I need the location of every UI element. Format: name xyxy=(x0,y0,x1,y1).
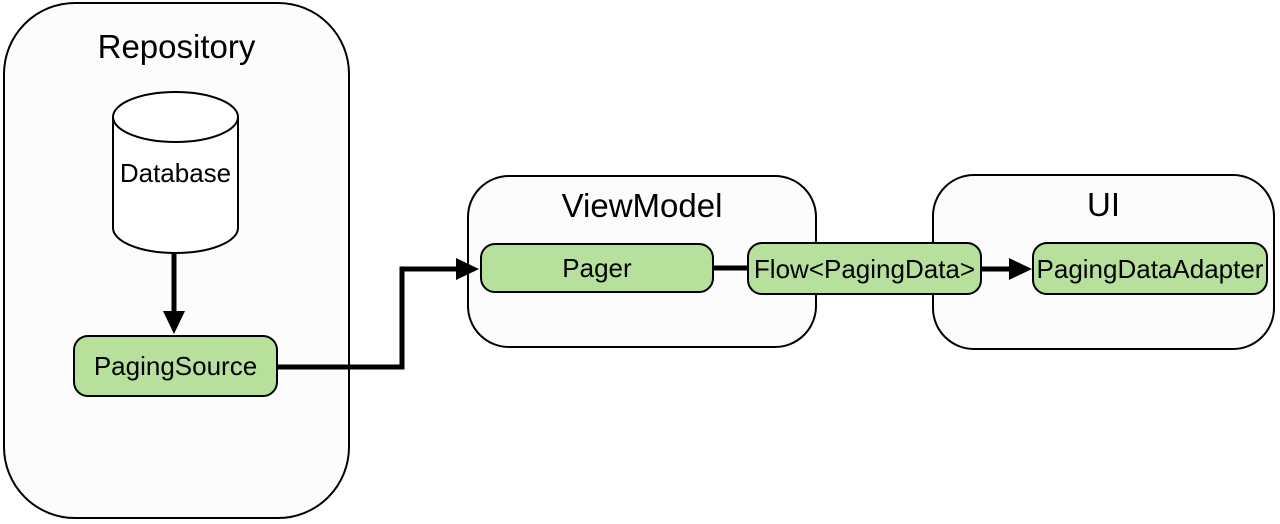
paging-data-adapter-node: PagingDataAdapter xyxy=(1032,242,1268,295)
paging-source-node: PagingSource xyxy=(73,335,278,397)
repository-group-title: Repository xyxy=(97,28,256,65)
viewmodel-group-title: ViewModel xyxy=(561,187,723,224)
database-node-label: Database xyxy=(119,157,232,188)
flow-paging-data-node: Flow<PagingData> xyxy=(747,242,982,295)
repository-group-box: Repository xyxy=(3,2,350,519)
ui-group-title: UI xyxy=(1087,186,1120,223)
pager-node: Pager xyxy=(480,243,714,293)
